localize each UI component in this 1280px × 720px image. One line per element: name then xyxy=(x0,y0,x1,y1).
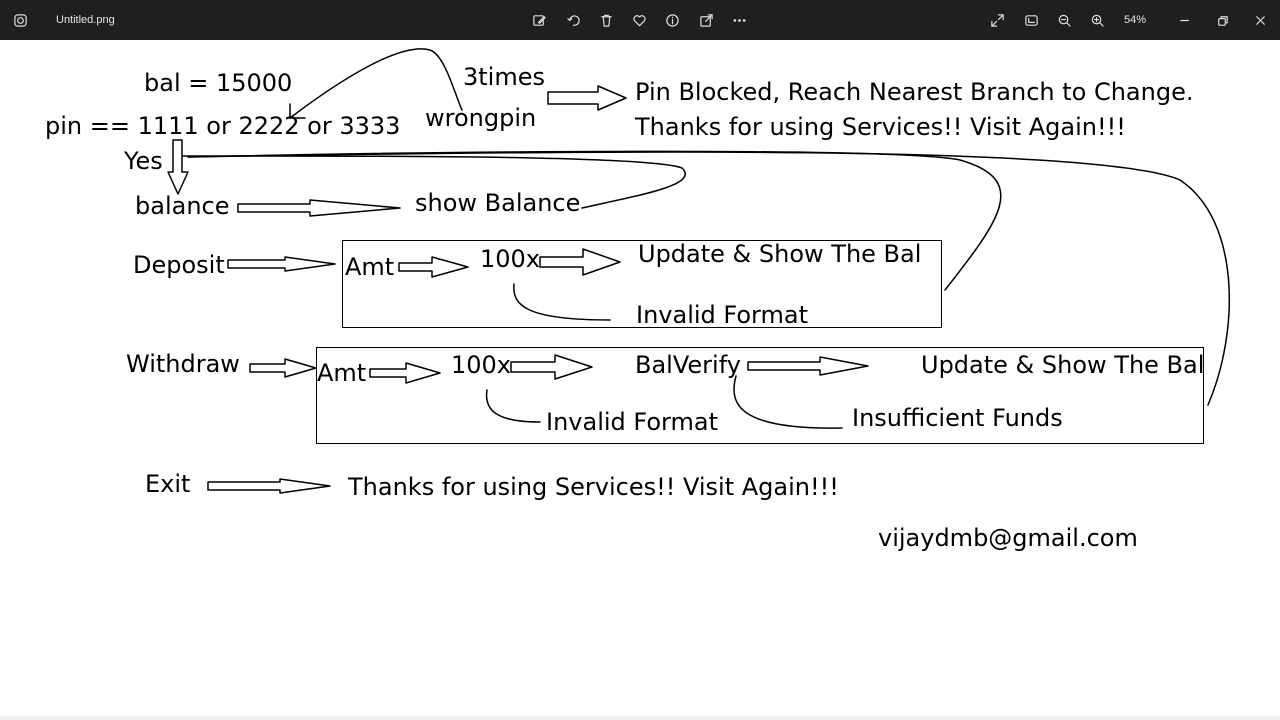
arrow-exit xyxy=(207,478,331,494)
wrongpin-arrowhead xyxy=(289,103,306,119)
balverify-label: BalVerify xyxy=(635,351,741,379)
crop-icon[interactable] xyxy=(1015,0,1047,40)
arrow-withdraw-100x xyxy=(510,354,593,380)
deposit-invalid-label: Invalid Format xyxy=(636,301,808,329)
yes-label: Yes xyxy=(124,147,163,175)
withdraw-update-label: Update & Show The Bal xyxy=(921,351,1205,379)
arrow-deposit xyxy=(227,256,336,272)
deposit-amt-label: Amt xyxy=(345,253,395,281)
zoom-level[interactable]: 54% xyxy=(1123,14,1147,26)
title-bar: Untitled.png 54% xyxy=(0,0,1280,40)
branch-deposit-invalid xyxy=(513,283,611,321)
deposit-100x-label: 100x xyxy=(480,245,541,273)
withdraw-invalid-label: Invalid Format xyxy=(546,408,718,436)
insufficient-funds-label: Insufficient Funds xyxy=(852,404,1063,432)
arrow-deposit-amt xyxy=(398,256,469,278)
arrow-deposit-100x xyxy=(539,248,621,276)
zoom-in-icon[interactable] xyxy=(1081,0,1113,40)
zoom-out-icon[interactable] xyxy=(1048,0,1080,40)
file-name: Untitled.png xyxy=(56,14,115,26)
balance-label: balance xyxy=(135,192,230,220)
delete-icon[interactable] xyxy=(590,0,622,40)
pin-condition: pin == 1111 or 2222 or 3333 xyxy=(45,112,401,140)
withdraw-100x-label: 100x xyxy=(451,351,512,379)
arrow-withdraw xyxy=(249,358,317,378)
share-icon[interactable] xyxy=(690,0,722,40)
branch-withdraw-invalid xyxy=(485,389,541,423)
deposit-box xyxy=(342,240,942,328)
withdraw-amt-label: Amt xyxy=(317,359,367,387)
wrongpin-arc xyxy=(289,48,463,119)
arrow-balverify xyxy=(747,356,869,376)
favorite-icon[interactable] xyxy=(623,0,655,40)
app-icon xyxy=(4,0,36,40)
loop-show-balance xyxy=(181,155,686,209)
rotate-icon[interactable] xyxy=(557,0,589,40)
three-times-label: 3times xyxy=(463,63,545,91)
bottom-strip xyxy=(0,716,1280,720)
arrow-yes-down xyxy=(167,139,189,195)
minimize-icon[interactable] xyxy=(1168,0,1200,40)
restore-icon[interactable] xyxy=(1206,0,1238,40)
wrongpin-label: wrongpin xyxy=(425,104,537,132)
exit-label: Exit xyxy=(145,470,191,498)
email-label: vijaydmb@gmail.com xyxy=(878,524,1138,552)
arrow-3times xyxy=(547,85,627,111)
withdraw-box xyxy=(316,347,1204,444)
loop-withdraw xyxy=(187,151,1231,406)
pin-blocked-line1: Pin Blocked, Reach Nearest Branch to Cha… xyxy=(635,78,1194,106)
deposit-update-label: Update & Show The Bal xyxy=(638,240,922,268)
more-icon[interactable] xyxy=(723,0,755,40)
exit-message: Thanks for using Services!! Visit Again!… xyxy=(348,473,839,501)
diagram-strokes xyxy=(167,48,1231,494)
show-balance-label: show Balance xyxy=(415,189,581,217)
arrow-withdraw-amt xyxy=(369,362,441,384)
fullscreen-icon[interactable] xyxy=(981,0,1013,40)
branch-insufficient xyxy=(733,375,843,429)
pin-blocked-line2: Thanks for using Services!! Visit Again!… xyxy=(635,113,1126,141)
close-icon[interactable] xyxy=(1244,0,1276,40)
bal-label: bal = 15000 xyxy=(144,69,293,97)
edit-icon[interactable] xyxy=(523,0,555,40)
withdraw-label: Withdraw xyxy=(126,350,240,378)
arrow-balance xyxy=(237,199,401,217)
deposit-label: Deposit xyxy=(133,251,225,279)
info-icon[interactable] xyxy=(656,0,688,40)
